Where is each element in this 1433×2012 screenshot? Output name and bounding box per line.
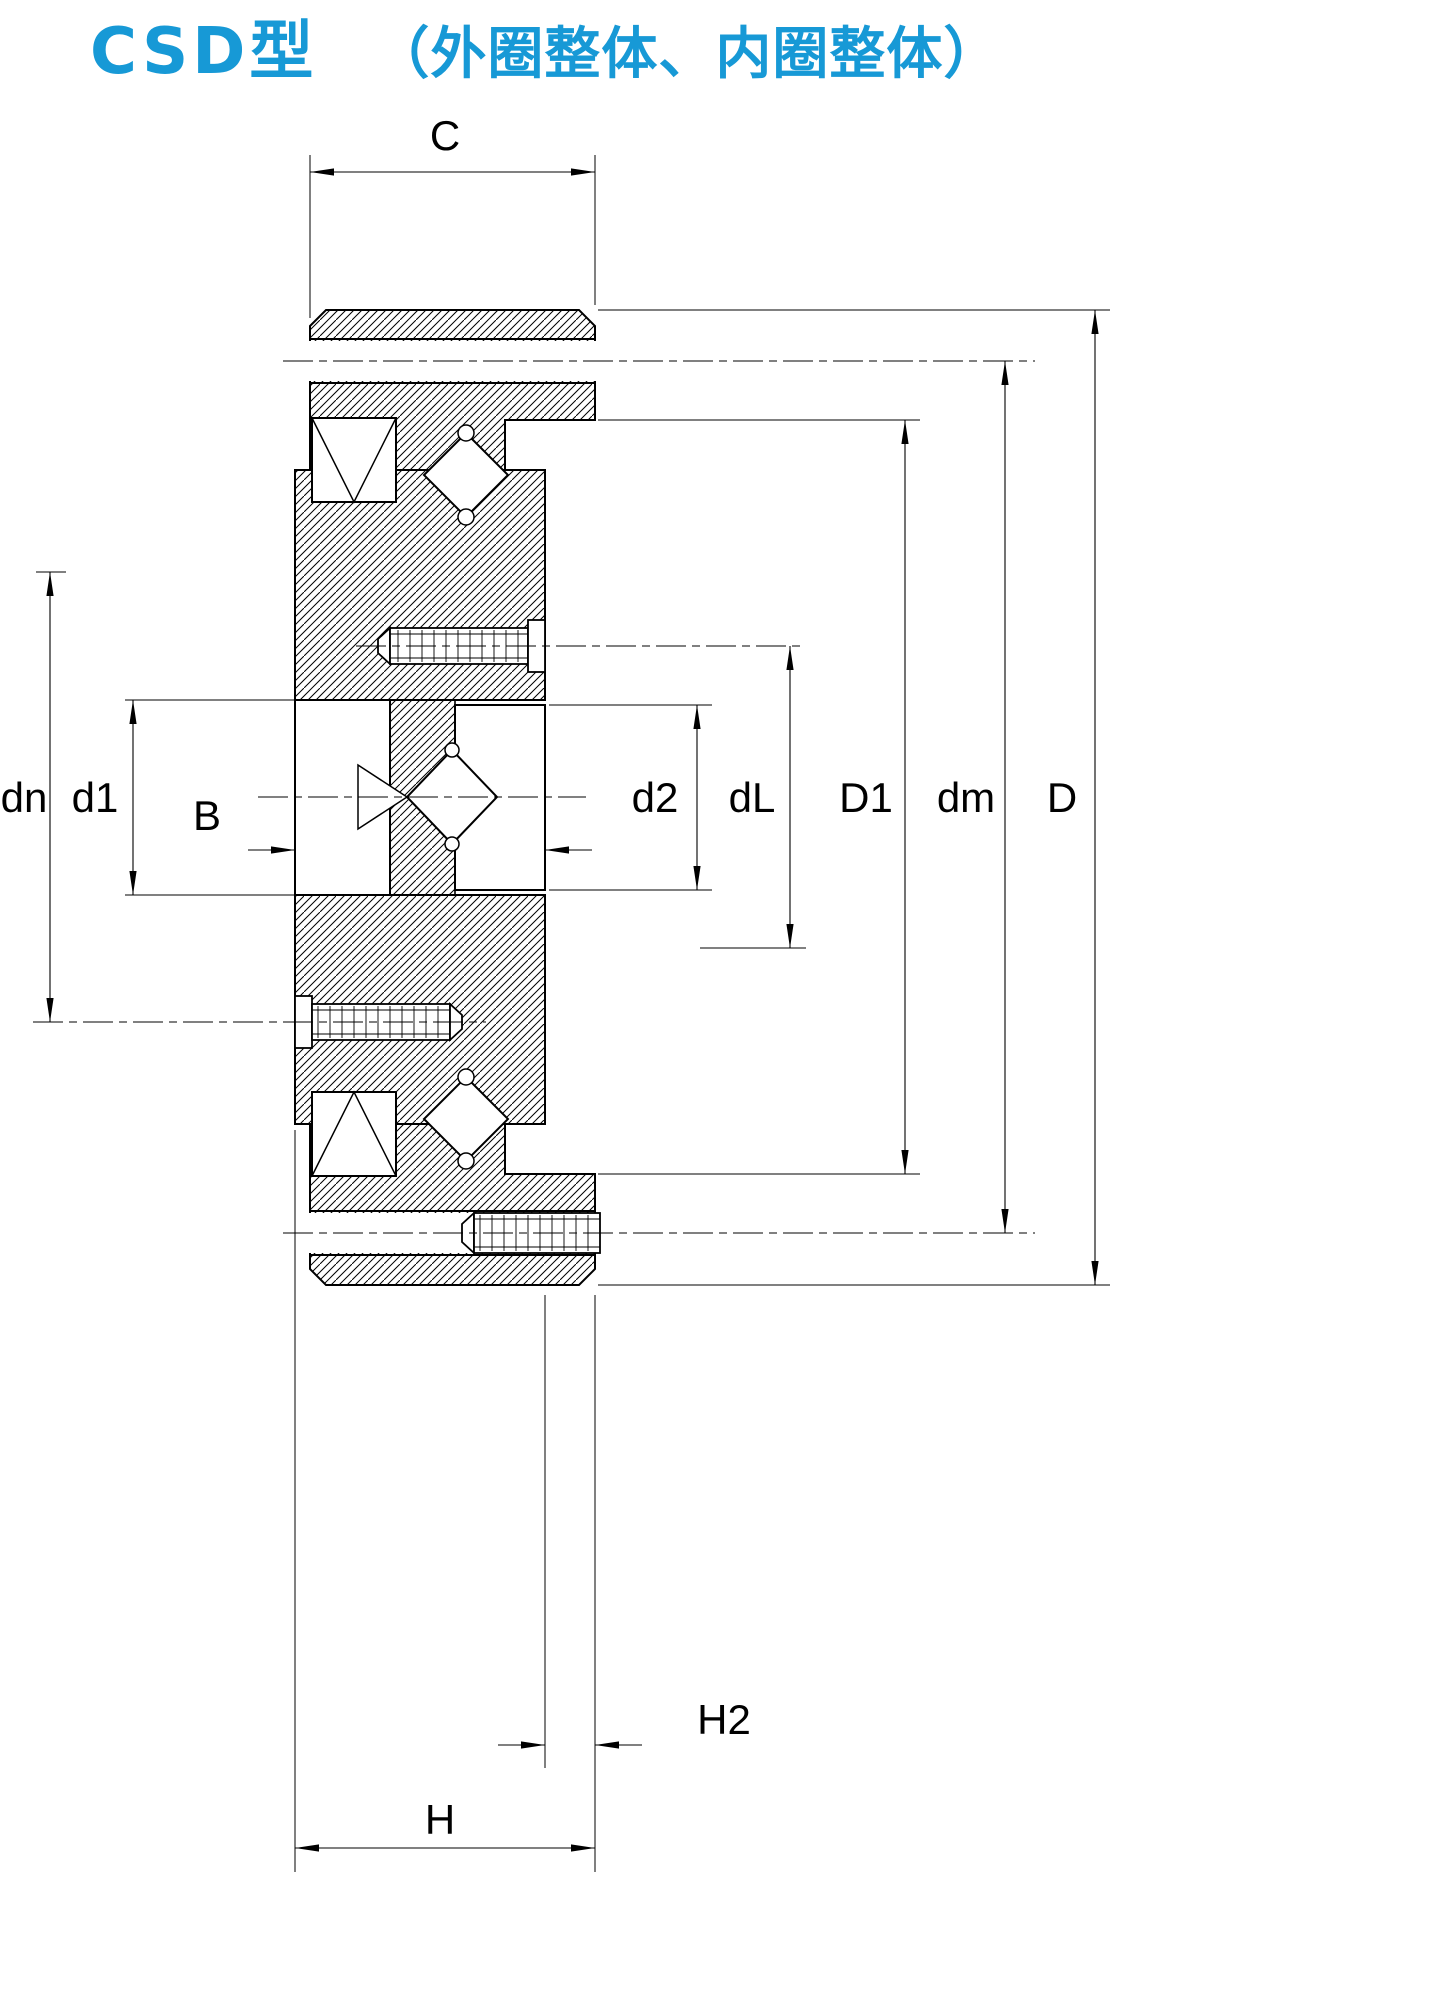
roller-pin (444, 836, 460, 852)
roller-cone-lines (311, 417, 397, 504)
roller-square (311, 417, 397, 503)
series-name: CSD型 (90, 15, 318, 89)
roller-pin (457, 508, 475, 526)
dim-label-dm: dm (937, 774, 995, 821)
extension-lines (36, 155, 1110, 1872)
ext-D (598, 309, 1110, 1286)
roller-square (311, 1091, 397, 1177)
ext-d2 (549, 704, 712, 891)
dimension-labels: C dn d1 B d2 dL D1 dm D H2 H (1, 112, 1078, 1843)
dim-label-C: C (430, 112, 460, 159)
ext-C (309, 155, 596, 318)
dim-label-B: B (193, 792, 221, 839)
dim-label-H2: H2 (697, 1696, 751, 1743)
inner-ring-top-section (294, 469, 546, 701)
ext-d1 (125, 699, 295, 896)
stud-core-lines (390, 633, 528, 659)
stud-core-lines (312, 1009, 450, 1035)
roller-pin (444, 742, 460, 758)
dim-label-H: H (425, 1796, 455, 1843)
dim-label-D: D (1047, 774, 1077, 821)
drawing-title: CSD型 （外圈整体、内圈整体） (90, 0, 1000, 92)
roller-pin (457, 1068, 475, 1086)
bolt-core-lines (474, 1218, 600, 1248)
roller-pin (457, 1152, 475, 1170)
dim-label-d1: d1 (72, 774, 119, 821)
dim-label-D1: D1 (839, 774, 893, 821)
dim-label-d2: d2 (632, 774, 679, 821)
ext-D1 (598, 419, 920, 1175)
dim-label-dL: dL (729, 774, 776, 821)
dim-label-dn: dn (1, 774, 48, 821)
crossed-rollers-top (311, 417, 510, 526)
stud-body (311, 1003, 451, 1041)
dimension-lines (46, 168, 1099, 1852)
crossed-rollers-bottom (311, 1068, 510, 1177)
roller-cone-lines (311, 1090, 397, 1177)
series-note: （外圈整体、内圈整体） (373, 22, 1001, 87)
roller-pin (457, 424, 475, 442)
centerlines (33, 360, 1035, 1234)
outer-ring-bolt-bottom (461, 1210, 601, 1256)
